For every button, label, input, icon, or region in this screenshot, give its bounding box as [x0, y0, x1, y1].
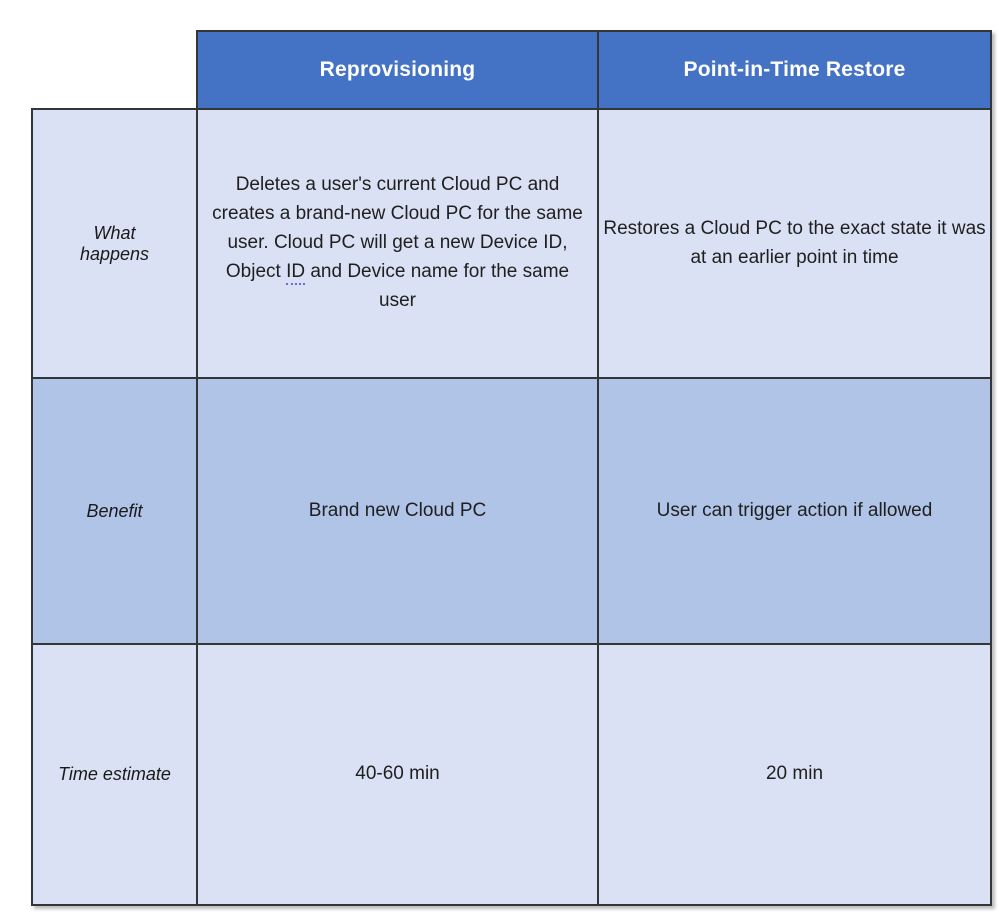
cell-time-estimate-reprovisioning: 40-60 min	[196, 643, 599, 906]
cell-text: 40-60 min	[355, 763, 440, 785]
row-label-what-happens: What happens	[31, 108, 198, 379]
row-what-happens: What happens Deletes a user's current Cl…	[31, 108, 992, 379]
comparison-table: Reprovisioning Point-in-Time Restore Wha…	[31, 30, 992, 906]
cell-time-estimate-restore: 20 min	[597, 643, 992, 906]
cell-text: Brand new Cloud PC	[308, 499, 487, 521]
column-header-point-in-time-restore: Point-in-Time Restore	[597, 30, 992, 110]
spellcheck-underlined-word: ID	[286, 260, 306, 285]
corner-spacer	[32, 31, 197, 109]
cell-text: 20 min	[765, 763, 824, 785]
row-label-text: Benefit	[86, 500, 143, 521]
row-label-text: What happens	[79, 222, 150, 264]
row-time-estimate: Time estimate 40-60 min 20 min	[31, 643, 992, 906]
row-benefit: Benefit Brand new Cloud PC User can trig…	[31, 377, 992, 645]
row-label-time-estimate: Time estimate	[31, 643, 198, 906]
cell-text: User can trigger action if allowed	[656, 499, 933, 521]
row-label-benefit: Benefit	[31, 377, 198, 645]
cell-text-after: and Device name for the same user	[305, 260, 570, 311]
cell-text: Restores a Cloud PC to the exact state i…	[603, 217, 986, 268]
cell-text: Deletes a user's current Cloud PC and cr…	[212, 171, 584, 315]
cell-what-happens-reprovisioning: Deletes a user's current Cloud PC and cr…	[196, 108, 599, 379]
row-label-text: Time estimate	[58, 764, 171, 784]
cell-benefit-restore: User can trigger action if allowed	[597, 377, 992, 645]
header-row: Reprovisioning Point-in-Time Restore	[32, 30, 992, 110]
cell-text-before: Deletes a user's current Cloud PC and cr…	[212, 174, 583, 282]
column-header-reprovisioning: Reprovisioning	[196, 30, 599, 110]
cell-what-happens-restore: Restores a Cloud PC to the exact state i…	[597, 108, 992, 379]
cell-benefit-reprovisioning: Brand new Cloud PC	[196, 377, 599, 645]
